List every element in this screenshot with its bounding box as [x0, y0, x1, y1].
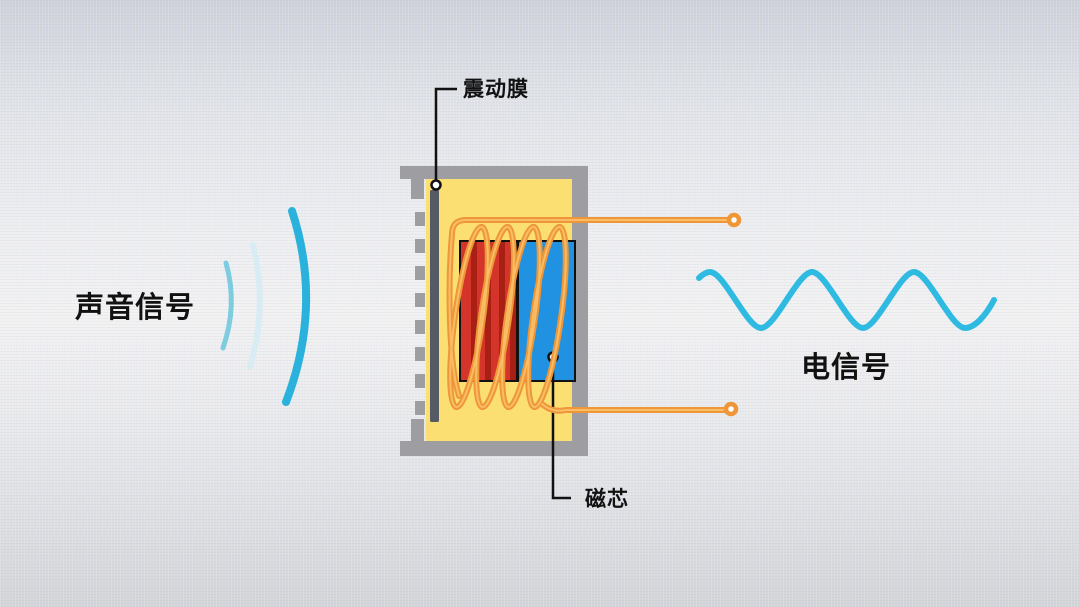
coil-loop-highlight	[475, 225, 515, 409]
grille-dash	[415, 320, 425, 334]
sound-arc-outer	[282, 207, 311, 406]
housing-left-top-stub	[411, 179, 424, 199]
coil-wire-highlight	[448, 219, 734, 412]
wire-lead-bottom-highlight	[541, 403, 730, 412]
core-label: 磁芯	[585, 487, 629, 511]
membrane-bar	[430, 190, 439, 422]
grille-dash	[415, 212, 425, 226]
grille-dashes	[415, 212, 425, 415]
sound-signal-label: 声音信号	[75, 290, 195, 324]
grille-dash	[415, 347, 425, 361]
coil-loop-highlight	[501, 225, 541, 409]
housing-bottom-bar	[400, 441, 588, 456]
coil-loop-highlight	[527, 225, 567, 409]
terminal-top	[726, 212, 742, 228]
coil-winding-dark-stripes	[471, 242, 516, 380]
housing-right-bar	[572, 166, 588, 456]
grille-dash	[415, 374, 425, 388]
wire-lead-top-highlight	[448, 219, 734, 397]
sound-wave-arcs	[220, 207, 311, 406]
grille-dash	[415, 266, 425, 280]
winding-stripe	[471, 242, 477, 380]
electric-signal-label: 电信号	[801, 351, 891, 384]
membrane-pointer	[430, 87, 457, 191]
housing-left-bottom-stub	[411, 419, 424, 441]
sound-arc-inner	[220, 260, 234, 351]
housing-top-bar	[400, 166, 588, 179]
membrane-marker-circle	[430, 179, 442, 191]
membrane-pointer-line	[434, 87, 457, 181]
winding-stripe	[499, 242, 505, 380]
electric-signal-wave	[696, 268, 997, 332]
membrane-label: 震动膜	[463, 77, 529, 101]
grille-dash	[415, 239, 425, 253]
grille-dash	[415, 293, 425, 307]
terminal-bottom	[723, 401, 739, 417]
grille-dash	[415, 401, 425, 415]
winding-stripe	[510, 242, 516, 380]
sound-arc-middle	[247, 242, 263, 370]
winding-stripe	[485, 242, 491, 380]
coil-loop-highlight	[449, 225, 489, 409]
